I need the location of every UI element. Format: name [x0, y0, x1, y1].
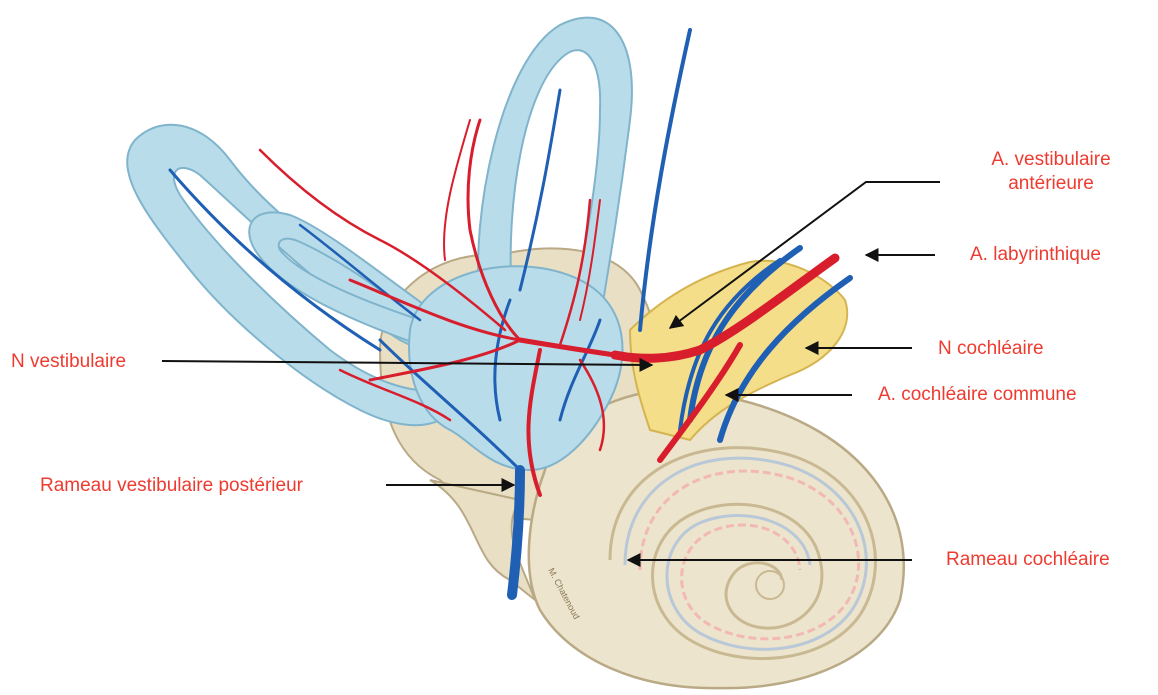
label-posterior-vestibular-branch: Rameau vestibulaire postérieur — [40, 474, 303, 498]
label-vestibular-anterior: A. vestibulaire antérieure — [966, 148, 1136, 196]
label-vestibular-anterior-line1: A. vestibulaire — [966, 148, 1136, 172]
label-vestibular-nerve: N vestibulaire — [11, 350, 126, 374]
label-common-cochlear-artery: A. cochléaire commune — [878, 383, 1077, 407]
label-cochlear-branch: Rameau cochléaire — [946, 548, 1110, 572]
inner-ear-illustration: M. Chatenoud — [127, 18, 904, 688]
label-labyrinthine-artery: A. labyrinthique — [970, 243, 1101, 267]
label-vestibular-anterior-line2: antérieure — [966, 172, 1136, 196]
semicircular-canals — [127, 18, 632, 470]
label-cochlear-nerve: N cochléaire — [938, 337, 1044, 361]
